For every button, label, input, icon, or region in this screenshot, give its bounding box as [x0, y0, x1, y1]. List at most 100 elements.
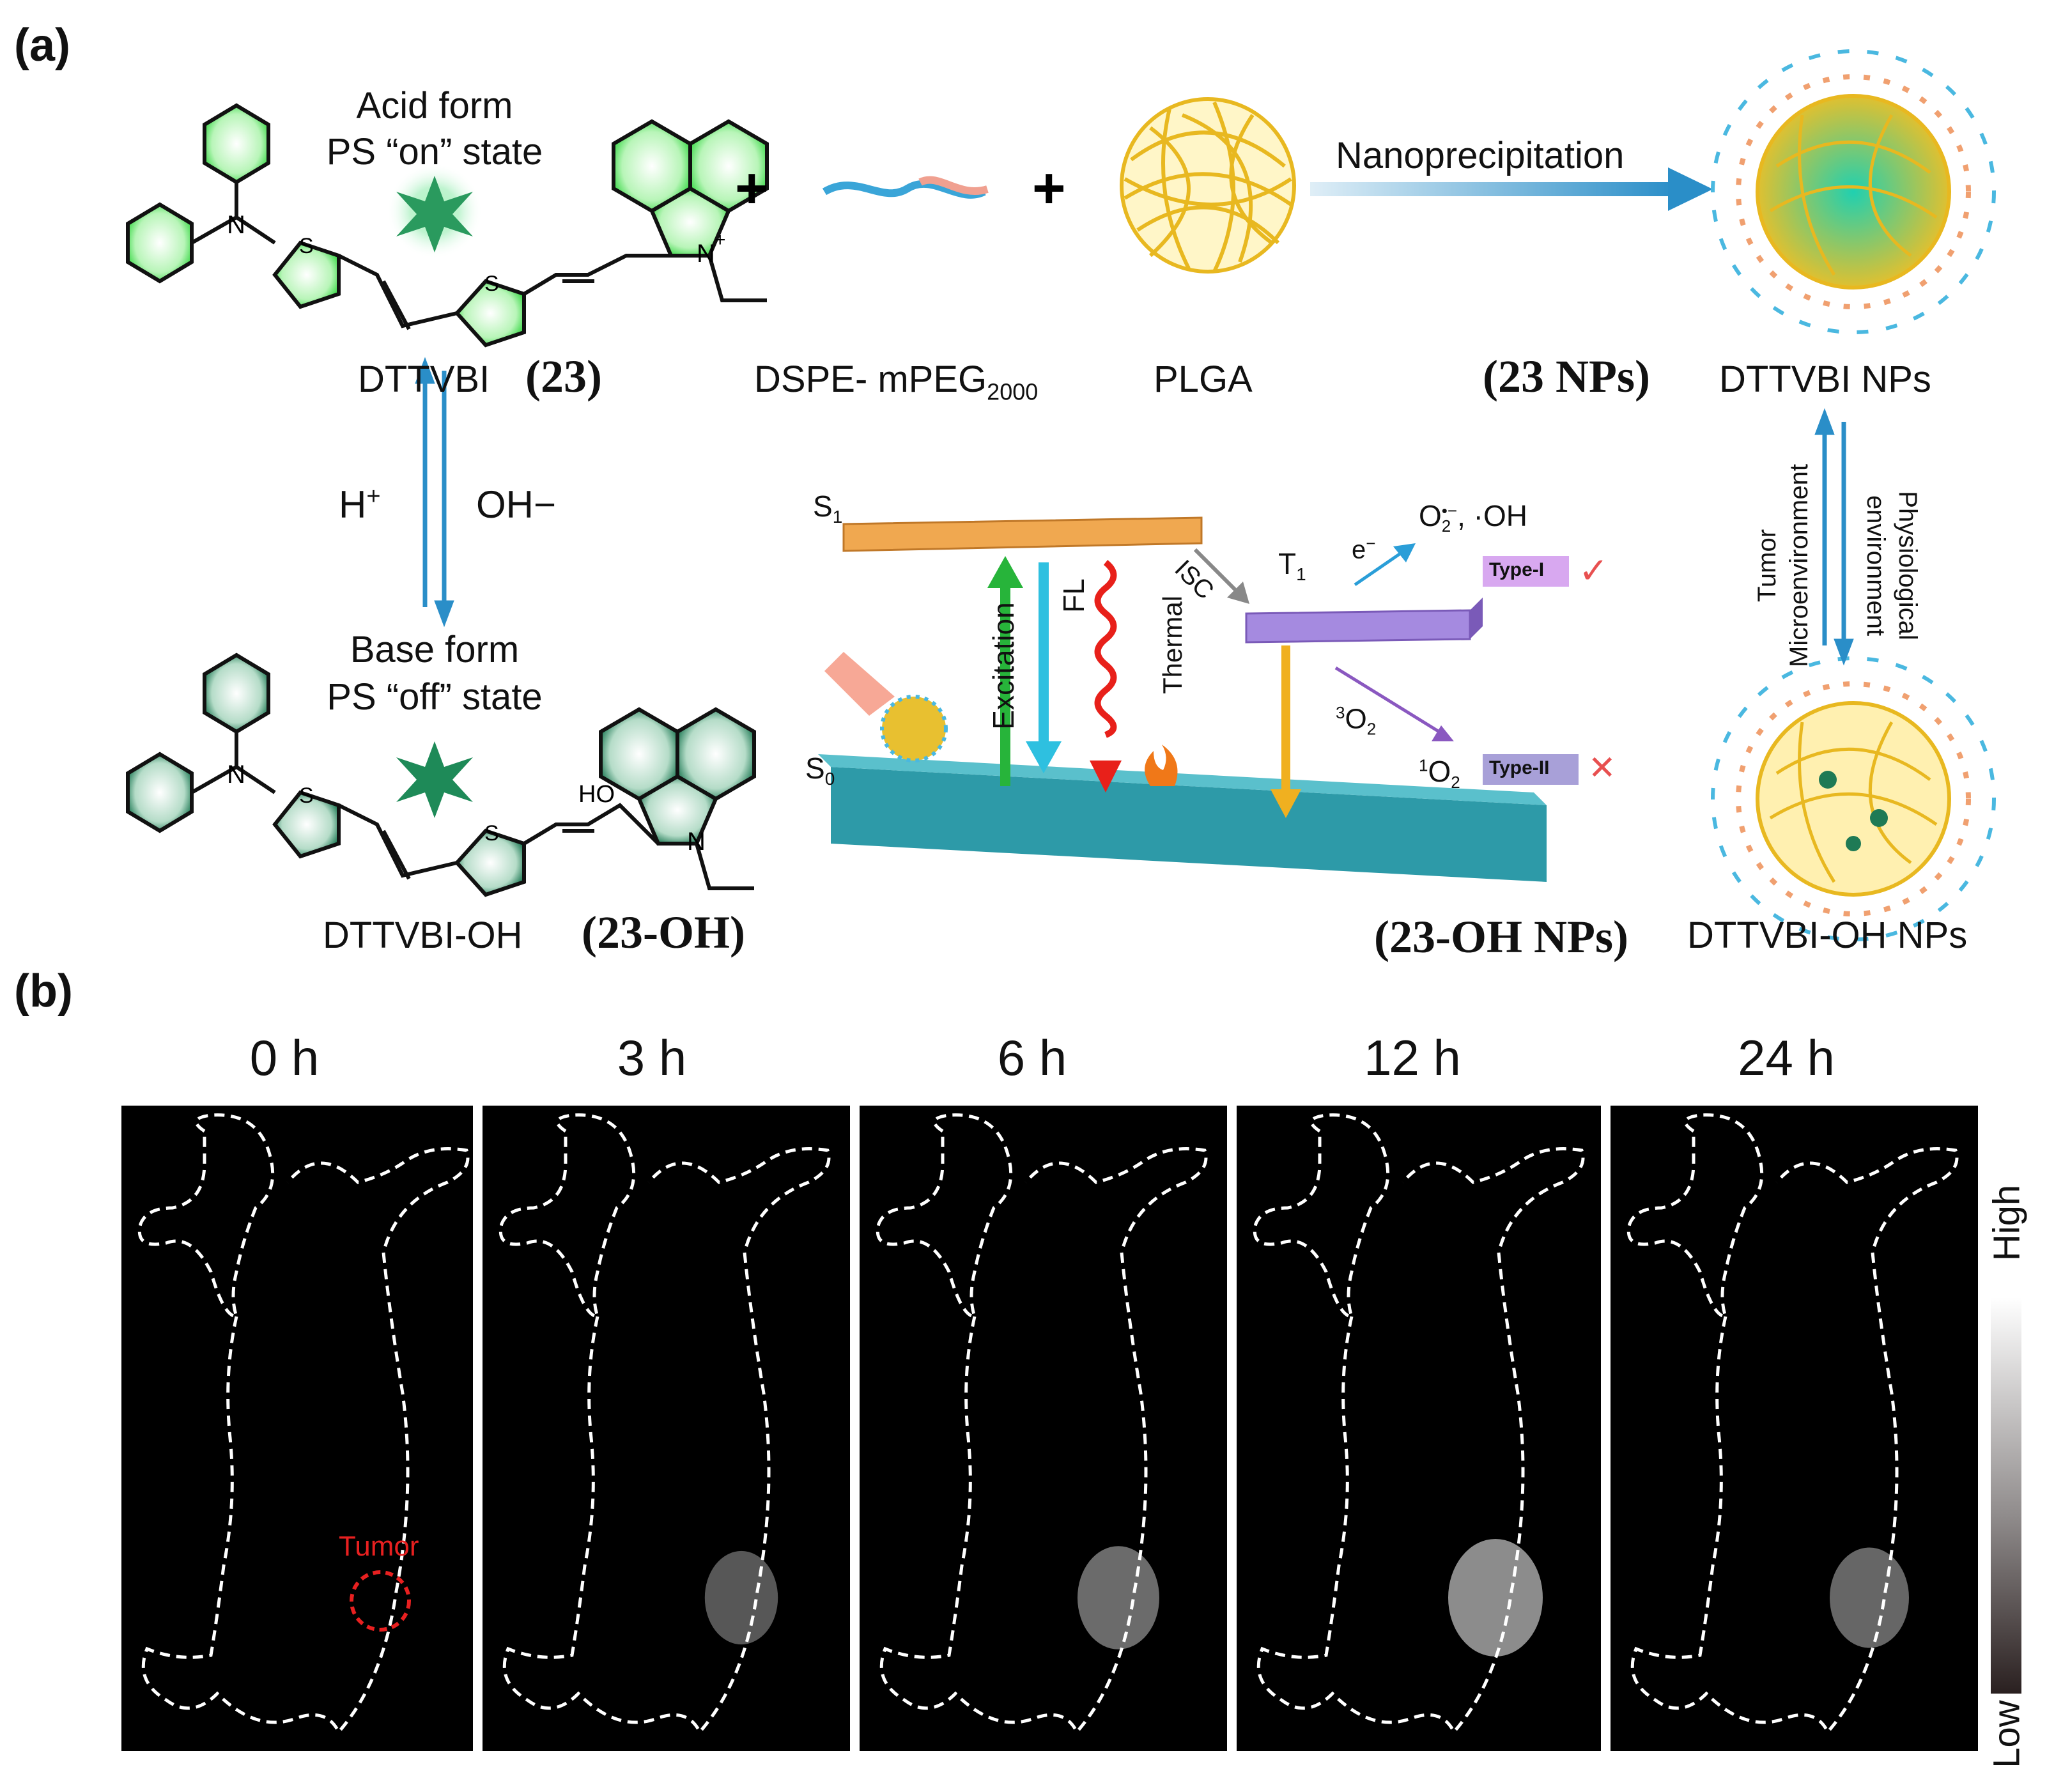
base-form-line2: PS “off” state — [327, 676, 543, 718]
imaging-frame-1 — [483, 1106, 850, 1751]
superoxide-sub: 2 — [1441, 516, 1451, 536]
acid-form-line1: Acid form — [356, 85, 513, 127]
singlet-sub: 2 — [1451, 773, 1460, 792]
tumor-circle — [350, 1570, 411, 1632]
s1-main: S — [813, 490, 833, 523]
superoxide-main: O — [1419, 499, 1442, 532]
panel-b-label: (b) — [14, 966, 73, 1017]
imaging-frame-3 — [1237, 1106, 1601, 1751]
tumor-signal-4 — [1830, 1547, 1909, 1648]
base-atom-n: N — [687, 828, 706, 856]
acid-star-icon — [396, 176, 473, 252]
tumor-signal-2 — [1078, 1546, 1159, 1649]
mouse-outline-4 — [1627, 1113, 1959, 1735]
s0-label: S0 — [805, 751, 835, 789]
acid-molecule — [126, 103, 769, 348]
timepoint-2: 6 h — [997, 1030, 1067, 1086]
imaging-frame-2 — [860, 1106, 1227, 1751]
compound-23-name: DTTVBI — [358, 359, 490, 400]
timepoint-3: 12 h — [1364, 1030, 1461, 1086]
nanoprecipitation-label: Nanoprecipitation — [1336, 135, 1625, 176]
acid-atom-plus: + — [715, 229, 726, 251]
base-form-caption: Base form PS “off” state — [300, 626, 569, 721]
acid-atom-n-plus: N — [697, 240, 715, 268]
mouse-outline-3 — [1253, 1113, 1585, 1735]
electron-main: e — [1352, 536, 1366, 564]
cross-icon: ✕ — [1588, 750, 1616, 787]
type2-arrow — [1432, 725, 1454, 741]
acid-atom-s2: S — [484, 272, 499, 296]
imaging-frame-0 — [121, 1106, 473, 1751]
compound-23-number: (23) — [525, 351, 602, 402]
t1-sub: 1 — [1296, 564, 1306, 585]
timepoint-4: 24 h — [1738, 1030, 1835, 1086]
h-plus-sup: + — [366, 483, 381, 510]
equilibrium-arrows — [415, 357, 454, 628]
base-form-line1: Base form — [350, 629, 520, 670]
s1-sub: 1 — [832, 507, 843, 527]
type1-arrow — [1393, 543, 1416, 562]
triplet-main: O — [1345, 703, 1367, 735]
nanoparticle-acid — [1711, 49, 1996, 334]
panel-a-label: (a) — [14, 20, 70, 71]
mouse-outline-2 — [876, 1113, 1208, 1735]
electron-label: e− — [1352, 534, 1375, 564]
compound-23oh-name: DTTVBI-OH — [323, 915, 523, 956]
tumor-signal-1 — [704, 1550, 778, 1645]
dspe-subscript: 2000 — [987, 378, 1039, 405]
singlet-pre: 1 — [1419, 755, 1428, 775]
acid-atom-n: N — [227, 211, 245, 239]
dspe-strand-blue — [822, 180, 986, 199]
timepoint-1: 3 h — [617, 1030, 687, 1086]
h-plus-label: H+ — [339, 483, 381, 527]
nps-23-number: (23 NPs) — [1483, 351, 1650, 402]
singlet-o2-label: 1O2 — [1419, 754, 1460, 792]
mouse-outline-1 — [499, 1113, 831, 1735]
nanoparticle-base — [1711, 656, 1996, 941]
base-atom-ho: HO — [578, 781, 615, 808]
s0-main: S — [805, 752, 825, 785]
nps-23oh-number: (23-OH NPs) — [1374, 911, 1628, 962]
type2-badge-text: Type-II — [1489, 757, 1550, 778]
flame-icon — [1145, 745, 1178, 786]
triplet-sub: 2 — [1366, 719, 1377, 739]
base-star-icon — [396, 741, 473, 818]
plus-sign-2: + — [1032, 157, 1066, 220]
fl-arrow — [1039, 562, 1049, 754]
hydroxyl-label: , ·OH — [1457, 499, 1527, 532]
base-atom-s2: S — [484, 821, 499, 846]
singlet-main: O — [1428, 755, 1451, 788]
triplet-o2-label: 3O2 — [1336, 703, 1376, 739]
triplet-pre: 3 — [1336, 703, 1345, 722]
dspe-strand-orange — [918, 176, 989, 195]
plga-label: PLGA — [1154, 359, 1253, 400]
dspe-main: DSPE- mPEG — [754, 359, 987, 400]
imaging-frame-4 — [1611, 1106, 1978, 1751]
base-atom-n: N — [227, 761, 245, 789]
s1-level — [842, 516, 1203, 552]
excitation-arrow — [1000, 582, 1010, 786]
nps-23oh-name: DTTVBI-OH NPs — [1687, 915, 1968, 956]
superoxide-sup: •− — [1441, 500, 1458, 520]
check-icon: ✓ — [1579, 550, 1609, 591]
acid-atom-s1: S — [299, 234, 314, 258]
oh-minus-label: OH− — [476, 483, 557, 526]
environment-arrows — [1814, 408, 1854, 666]
t1-main: T — [1278, 547, 1297, 580]
plga-ball — [1120, 97, 1296, 274]
jablonski-diagram — [818, 516, 1579, 882]
intensity-scale-bar — [1991, 1297, 2021, 1694]
type1-badge-text: Type-I — [1489, 559, 1545, 580]
base-atom-s1: S — [299, 784, 314, 808]
plus-sign-1: + — [735, 157, 769, 220]
type2-badge — [1483, 754, 1579, 785]
mouse-outline-0 — [138, 1113, 470, 1735]
tumor-label: Tumor — [339, 1531, 419, 1562]
dspe-label: DSPE- mPEG2000 — [754, 358, 1038, 406]
timepoint-0: 0 h — [249, 1030, 320, 1086]
electron-sup: − — [1366, 534, 1376, 553]
isc-arrow — [1227, 582, 1249, 604]
base-molecule — [126, 653, 756, 897]
